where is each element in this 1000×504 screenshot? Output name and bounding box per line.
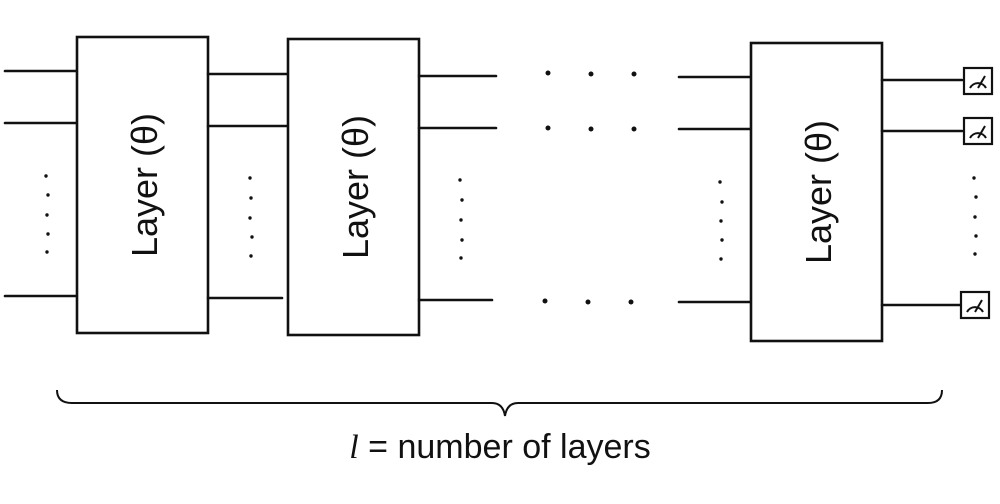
layer-label: Layer (θ)	[798, 120, 839, 264]
layer-box	[75, 35, 210, 335]
vertical-ellipsis	[972, 176, 978, 256]
inter-layer-wires	[206, 72, 290, 300]
caption-text: = number of layers	[358, 428, 651, 466]
output-wires	[880, 78, 964, 307]
layer-label: Layer (θ)	[124, 113, 165, 257]
input-wires	[3, 69, 79, 298]
layer-box	[749, 41, 884, 343]
caption: l = number of layers	[0, 428, 1000, 467]
inter-layer-wires	[417, 74, 498, 302]
layers-brace	[56, 389, 943, 417]
vertical-ellipsis	[718, 180, 724, 261]
vertical-ellipsis	[458, 178, 464, 260]
measurement-meter-icon	[959, 290, 991, 320]
measurement-meter-icon	[962, 66, 994, 96]
measurement-meter-icon	[962, 116, 994, 146]
layer-box	[286, 37, 421, 337]
inter-layer-wires	[677, 75, 753, 304]
layer-label: Layer (θ)	[335, 115, 376, 259]
vertical-ellipsis	[248, 176, 254, 258]
horizontal-ellipsis	[542, 298, 634, 305]
vertical-ellipsis	[44, 174, 50, 254]
horizontal-ellipsis	[545, 125, 637, 132]
caption-variable: l	[349, 429, 359, 466]
horizontal-ellipsis	[545, 70, 637, 77]
